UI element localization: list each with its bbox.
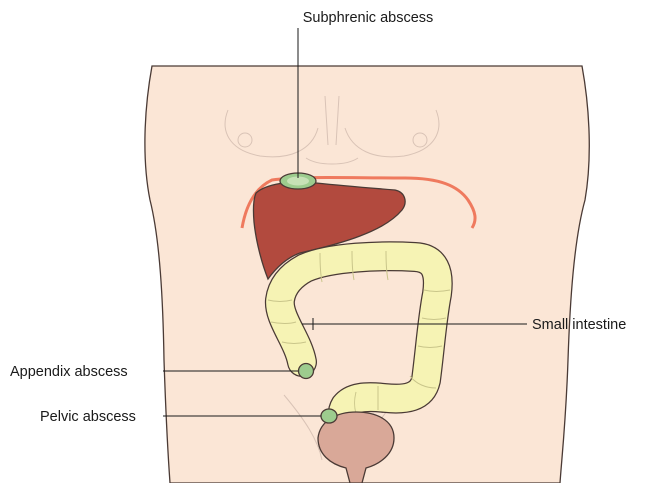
pelvic-abscess-label: Pelvic abscess	[40, 409, 136, 425]
pelvic-abscess	[321, 409, 337, 423]
appendix-abscess-label: Appendix abscess	[10, 364, 128, 380]
subphrenic-abscess-label: Subphrenic abscess	[303, 10, 434, 26]
small-intestine-label: Small intestine	[532, 317, 626, 333]
appendix-abscess	[299, 364, 314, 379]
